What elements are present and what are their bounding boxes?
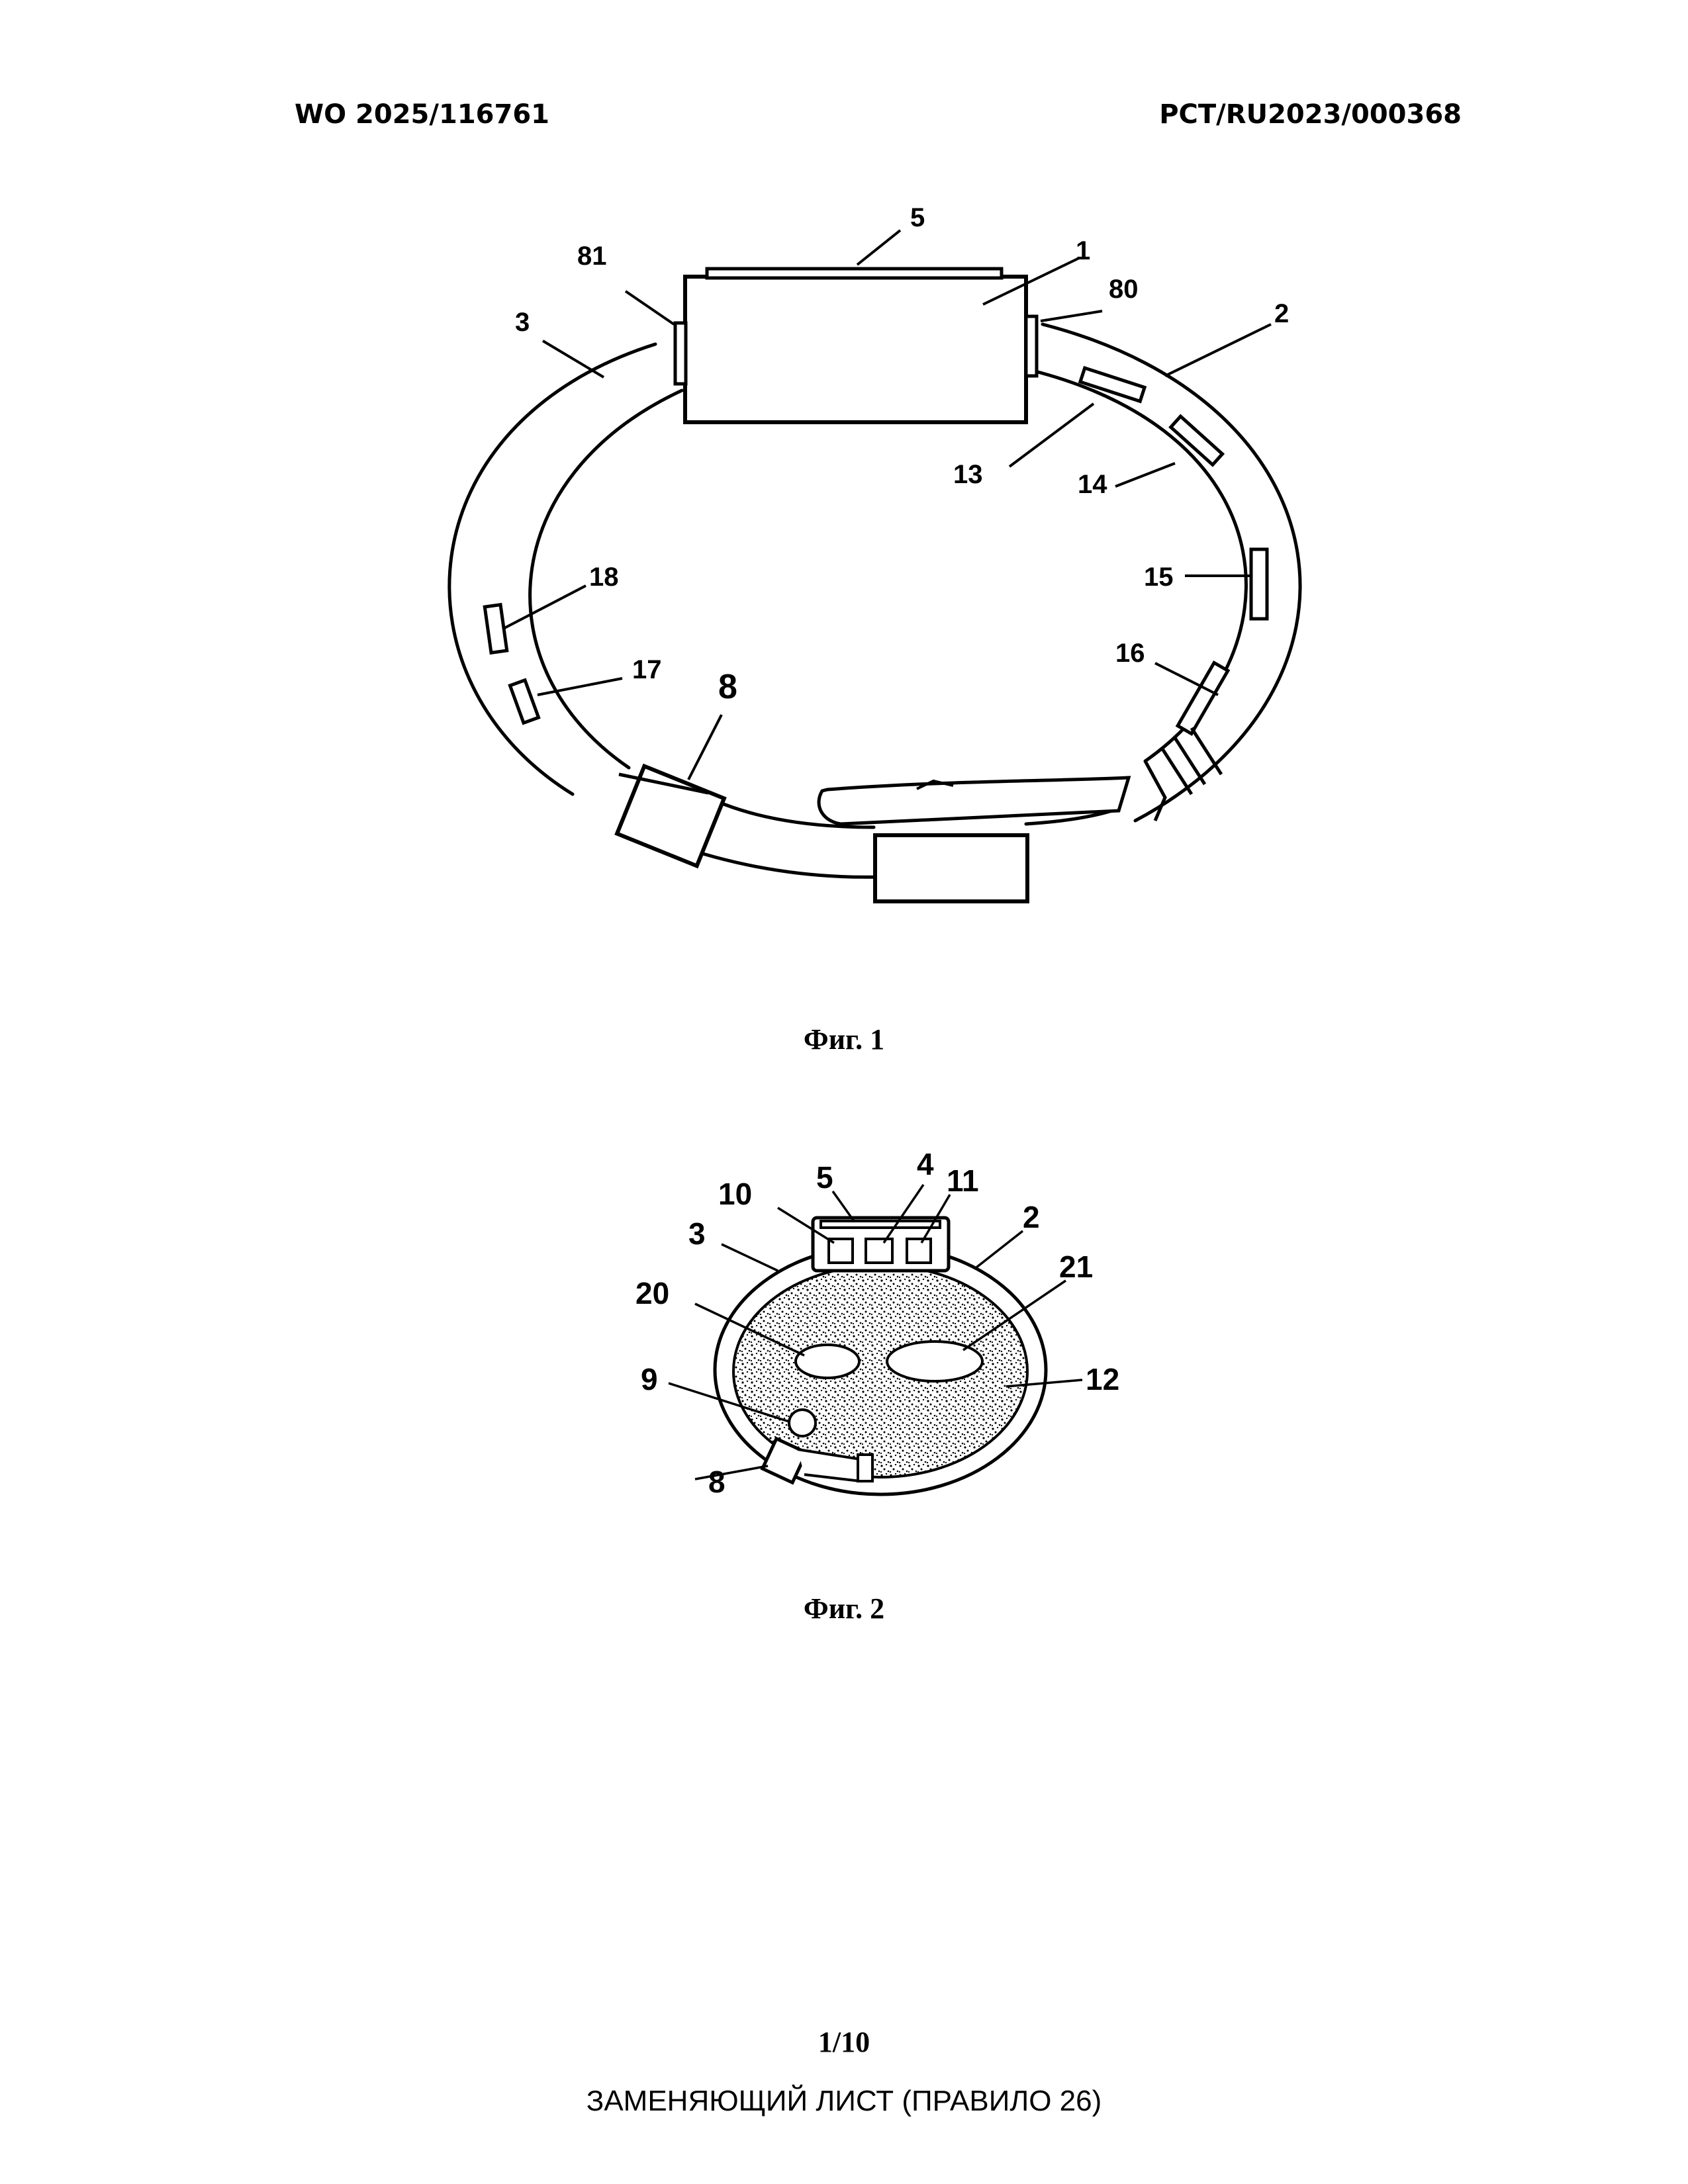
band-inner-right [1033, 371, 1246, 761]
sensor-15 [1251, 549, 1267, 619]
label-16: 16 [1115, 639, 1145, 668]
leader-80 [1041, 311, 1102, 321]
figure-1-caption: Фиг. 1 [0, 1023, 1688, 1056]
sensor-16 [1178, 662, 1228, 733]
leader-2 [1165, 324, 1271, 376]
clasp-end [858, 1455, 872, 1481]
label-15: 15 [1144, 563, 1174, 592]
label-8: 8 [718, 668, 737, 706]
label-21: 21 [1059, 1250, 1093, 1284]
label-10: 10 [718, 1177, 752, 1211]
leader-81 [626, 291, 674, 324]
leader-3 [543, 341, 604, 377]
label-12: 12 [1086, 1362, 1119, 1396]
label-2: 2 [1274, 299, 1289, 328]
label-20: 20 [635, 1276, 669, 1310]
leader-3 [722, 1244, 778, 1271]
label-8: 8 [708, 1465, 726, 1499]
leader-8 [695, 1466, 768, 1479]
connector-80 [1026, 316, 1037, 376]
display-5 [821, 1221, 940, 1228]
label-5: 5 [816, 1160, 833, 1195]
label-4: 4 [917, 1147, 934, 1181]
label-1: 1 [1076, 236, 1090, 265]
leader-18 [503, 586, 586, 629]
label-13: 13 [953, 460, 983, 489]
label-18: 18 [589, 563, 619, 592]
application-number: PCT/RU2023/000368 [1159, 99, 1462, 130]
figure-2-caption: Фиг. 2 [0, 1592, 1688, 1625]
label-14: 14 [1078, 470, 1107, 499]
leader-5 [857, 230, 900, 265]
strap-keeper [875, 835, 1027, 901]
label-3: 3 [688, 1216, 706, 1251]
clasp-8 [617, 766, 724, 866]
connector-81 [675, 323, 686, 384]
channel-20 [796, 1345, 859, 1378]
sensor-13 [1080, 368, 1145, 401]
leader-14 [1115, 463, 1175, 486]
module-11 [907, 1239, 931, 1263]
label-3: 3 [515, 308, 530, 337]
label-2: 2 [1023, 1200, 1040, 1234]
band-outer [449, 344, 655, 794]
label-9: 9 [641, 1362, 658, 1396]
label-5: 5 [910, 203, 925, 232]
display-panel [707, 269, 1002, 278]
element-9 [789, 1410, 816, 1436]
leader-2 [976, 1231, 1023, 1267]
page-number: 1/10 [0, 2025, 1688, 2059]
label-11: 11 [947, 1163, 979, 1198]
main-body [685, 277, 1026, 422]
label-80: 80 [1109, 275, 1139, 304]
label-17: 17 [632, 655, 662, 684]
sensor-14 [1171, 416, 1223, 465]
figure-1-diagram: 5 1 81 80 3 2 13 14 15 16 17 18 8 [371, 185, 1364, 946]
module-4 [866, 1239, 892, 1263]
replacement-sheet-note: ЗАМЕНЯЮЩИЙ ЛИСТ (ПРАВИЛО 26) [0, 2085, 1688, 2118]
figure-2-diagram: 10 5 4 11 3 2 20 21 9 12 8 [616, 1138, 1145, 1535]
label-81: 81 [577, 242, 607, 271]
publication-number: WO 2025/116761 [295, 99, 549, 130]
sensor-17 [510, 680, 538, 723]
leader-8 [688, 715, 722, 780]
